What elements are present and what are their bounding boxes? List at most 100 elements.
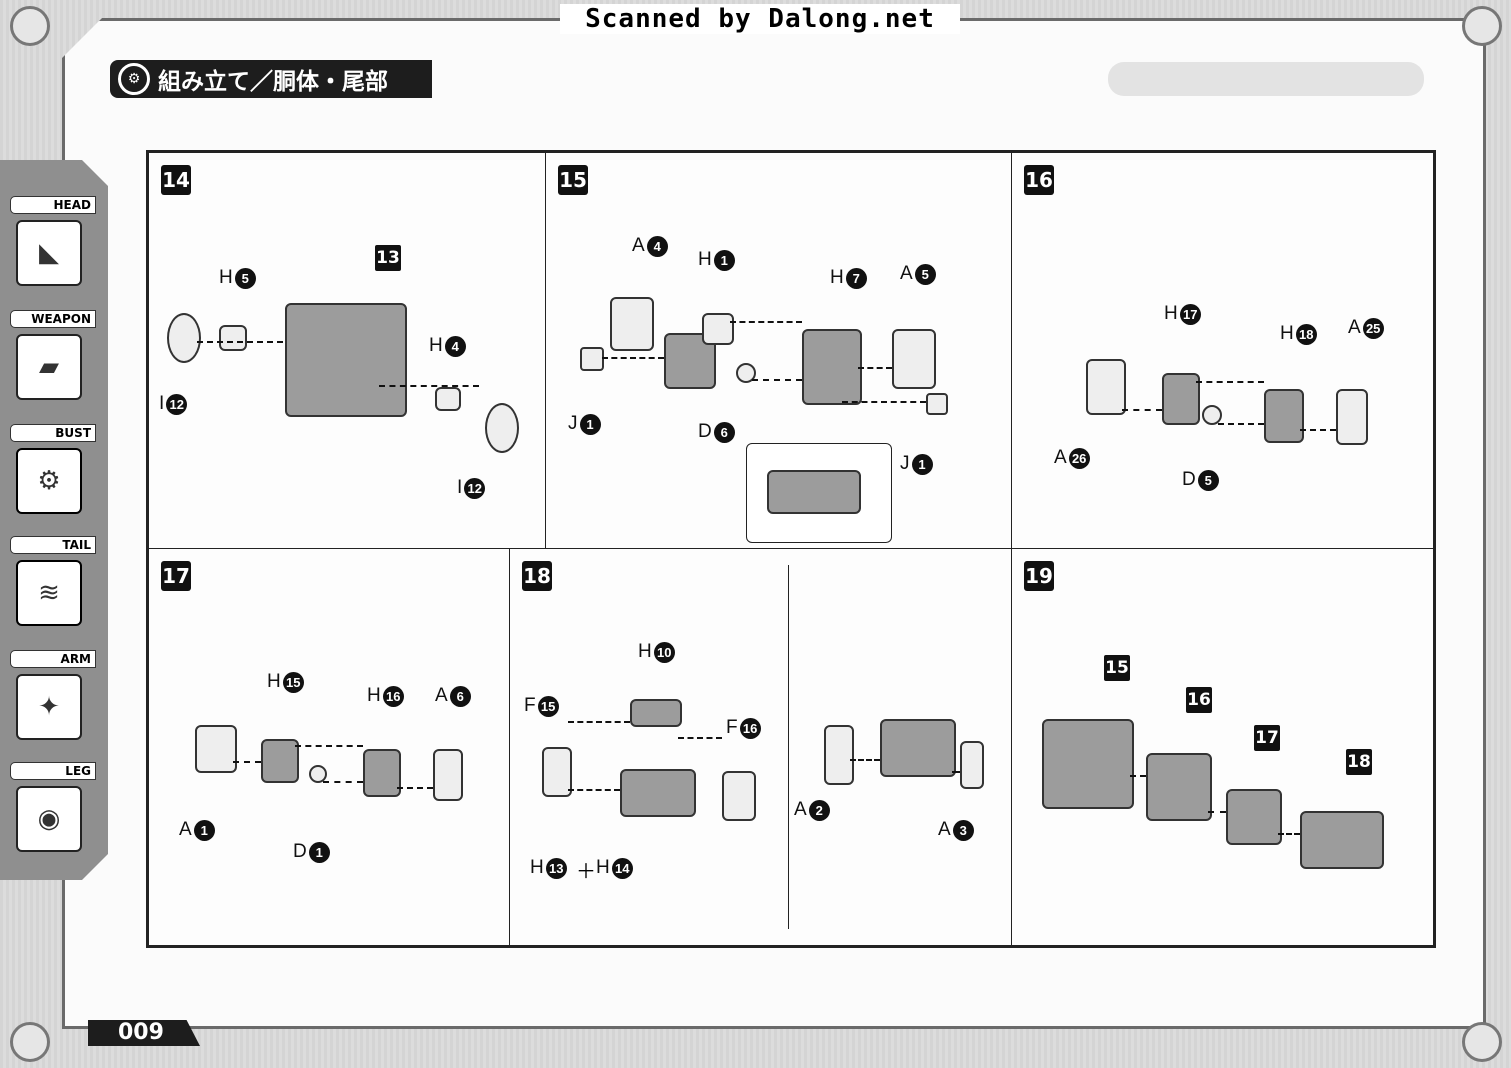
sidebar-tab-head[interactable]: HEAD ◣ (10, 196, 98, 296)
part-piece (1162, 373, 1200, 425)
part-piece (485, 403, 519, 453)
scan-watermark: Scanned by Dalong.net (560, 4, 960, 34)
part-piece (195, 725, 237, 773)
part-piece (960, 741, 984, 789)
sidebar-tab-bust[interactable]: BUST ⚙ (10, 424, 98, 524)
part-piece (880, 719, 956, 777)
part-piece (433, 749, 463, 801)
part-piece (824, 725, 854, 785)
step-number: 17 (161, 561, 191, 591)
step-ref: 15 (1104, 655, 1130, 681)
part-piece (363, 749, 401, 797)
part-piece (167, 313, 201, 363)
step-number: 14 (161, 165, 191, 195)
part-piece (542, 747, 572, 797)
gear-icon (10, 1022, 50, 1062)
sidebar-tab-tail[interactable]: TAIL ≋ (10, 536, 98, 636)
arm-icon: ✦ (16, 674, 82, 740)
gear-icon: ⚙ (118, 63, 150, 95)
head-icon: ◣ (16, 220, 82, 286)
page-title-text: 組み立て／胴体・尾部 (158, 69, 388, 95)
part-piece (580, 347, 604, 371)
gear-icon (1462, 6, 1502, 46)
sidebar-tab-leg[interactable]: LEG ◉ (10, 762, 98, 862)
sidebar-tab-weapon[interactable]: WEAPON ▰ (10, 310, 98, 410)
part-piece (702, 313, 734, 345)
part-piece (219, 325, 247, 351)
step-19-panel: 19 15 16 17 18 (1011, 548, 1434, 946)
part-piece (630, 699, 682, 727)
part-piece (926, 393, 948, 415)
body-frame-piece (285, 303, 407, 417)
step-number: 18 (522, 561, 552, 591)
step-number: 16 (1024, 165, 1054, 195)
part-piece (892, 329, 936, 389)
page-title: ⚙ 組み立て／胴体・尾部 (110, 60, 432, 98)
step-number: 15 (558, 165, 588, 195)
bust-icon: ⚙ (16, 448, 82, 514)
section-sidebar: HEAD ◣ WEAPON ▰ BUST ⚙ TAIL ≋ ARM ✦ LEG … (0, 160, 108, 880)
assembly-piece (1042, 719, 1134, 809)
part-piece (620, 769, 696, 817)
step-ref: 17 (1254, 725, 1280, 751)
part-piece (1202, 405, 1222, 425)
step-number: 19 (1024, 561, 1054, 591)
assembly-piece (1300, 811, 1384, 869)
assembly-piece (1146, 753, 1212, 821)
part-piece (802, 329, 862, 405)
part-piece (722, 771, 756, 821)
step-ref: 18 (1346, 749, 1372, 775)
part-piece (1336, 389, 1368, 445)
plus-sign: ＋ (576, 859, 596, 883)
part-piece (435, 387, 461, 411)
part-piece (1086, 359, 1126, 415)
part-piece (1264, 389, 1304, 443)
leg-icon: ◉ (16, 786, 82, 852)
tail-icon: ≋ (16, 560, 82, 626)
ghost-title-bar (1108, 62, 1424, 96)
page-number: 009 (88, 1020, 200, 1046)
part-piece (736, 363, 756, 383)
weapon-icon: ▰ (16, 334, 82, 400)
sidebar-tab-arm[interactable]: ARM ✦ (10, 650, 98, 750)
part-piece (261, 739, 299, 783)
gear-icon (10, 6, 50, 46)
part-piece (610, 297, 654, 351)
detail-inset (746, 443, 892, 543)
part-piece (309, 765, 327, 783)
